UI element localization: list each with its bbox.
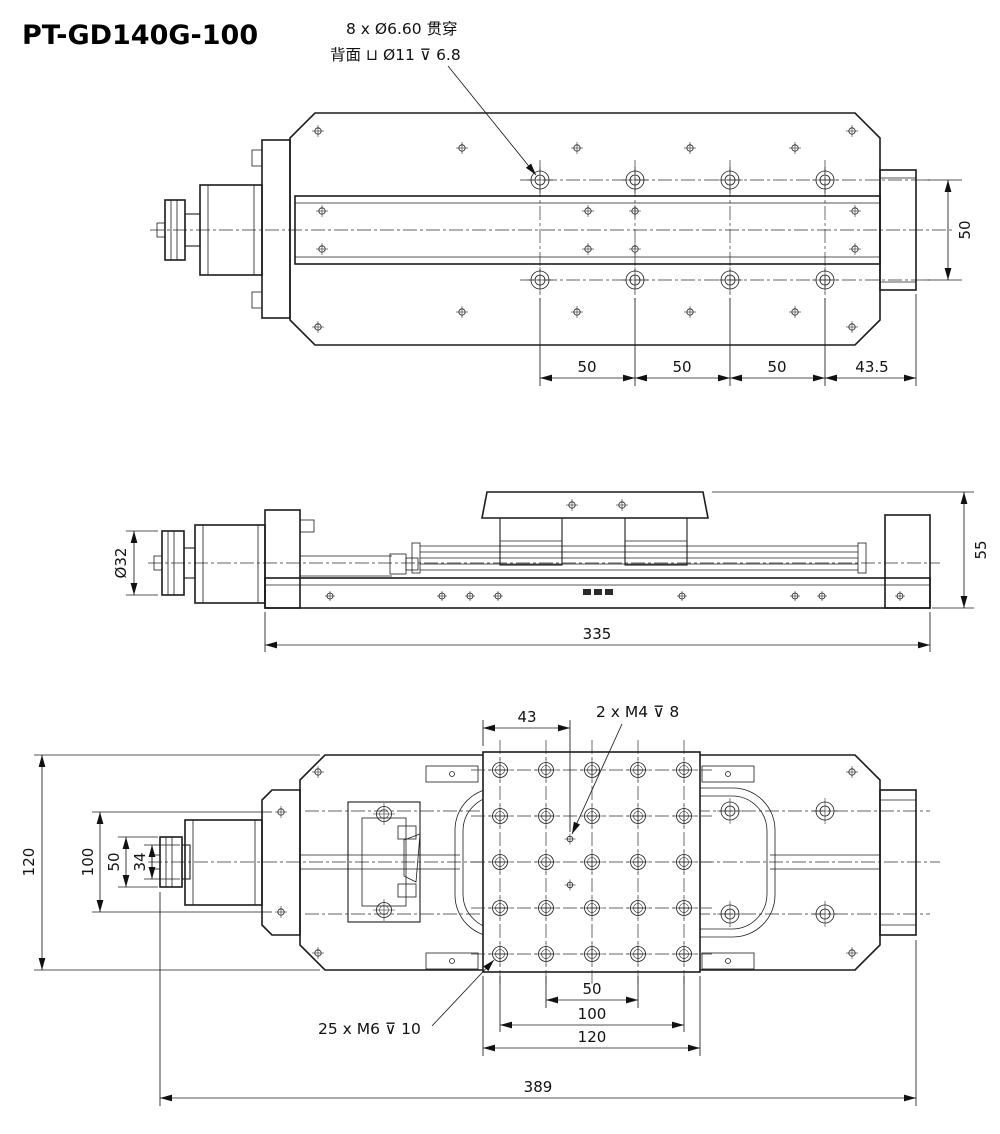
sensor-strips (425, 765, 755, 970)
svg-text:34: 34 (131, 852, 149, 871)
svg-text:50: 50 (767, 358, 786, 376)
dim-hole-row-spacing: 50 (925, 179, 974, 281)
dim-base-length: 335 (264, 612, 931, 652)
callout-line1: 8 x Ø6.60 贯穿 (346, 20, 458, 38)
moving-table (294, 195, 881, 265)
dim-hole-pitches: 50 50 50 43.5 (539, 294, 917, 386)
dim-m4-offset: 43 (482, 708, 571, 832)
svg-text:Ø32: Ø32 (112, 548, 130, 579)
svg-text:100: 100 (578, 1005, 607, 1023)
svg-text:389: 389 (524, 1078, 553, 1096)
through-hole-callout: 8 x Ø6.60 贯穿 背面 ⊔ Ø11 ⊽ 6.8 (330, 20, 537, 176)
motor-flange-bottom (261, 789, 301, 936)
svg-text:50: 50 (672, 358, 691, 376)
svg-text:43.5: 43.5 (855, 358, 888, 376)
svg-text:120: 120 (578, 1028, 607, 1046)
svg-text:55: 55 (972, 540, 990, 559)
motor-body-side (194, 524, 266, 604)
side-view: Ø32 55 335 (112, 491, 990, 652)
svg-text:2 x M4 ⊽ 8: 2 x M4 ⊽ 8 (596, 703, 679, 721)
svg-text:335: 335 (583, 625, 612, 643)
svg-text:100: 100 (79, 848, 97, 877)
base-holes (324, 590, 906, 602)
end-block-bottom (879, 789, 917, 936)
plate-screw-holes (311, 124, 859, 334)
bottom-view: 43 2 x M4 ⊽ 8 120 100 50 34 (20, 703, 940, 1106)
rails (411, 542, 867, 574)
base-stamp (583, 589, 613, 595)
svg-text:25 x M6 ⊽ 10: 25 x M6 ⊽ 10 (318, 1020, 421, 1038)
dim-left-stack: 120 100 50 34 (20, 754, 320, 971)
motor-body-bottom (184, 819, 263, 906)
motor-flange-side (264, 509, 301, 609)
m4-callout: 2 x M4 ⊽ 8 (571, 703, 679, 835)
dim-knob-diameter: Ø32 (112, 530, 158, 596)
end-block-side (884, 514, 931, 609)
top-view: 8 x Ø6.60 贯穿 背面 ⊔ Ø11 ⊽ 6.8 50 50 50 50 … (150, 20, 974, 386)
dim-bottom-stack: 50 100 120 389 (159, 892, 917, 1106)
svg-text:43: 43 (517, 708, 536, 726)
coupling-detail (299, 519, 419, 577)
page-title: PT-GD140G-100 (22, 20, 258, 51)
table-side (481, 491, 709, 519)
svg-text:50: 50 (105, 852, 123, 871)
svg-text:120: 120 (20, 848, 38, 877)
dim-overall-height: 55 (712, 491, 990, 609)
svg-text:50: 50 (577, 358, 596, 376)
m6-callout: 25 x M6 ⊽ 10 (318, 959, 495, 1038)
callout-line2: 背面 ⊔ Ø11 ⊽ 6.8 (330, 46, 461, 64)
motor-flange (261, 139, 291, 319)
svg-text:50: 50 (582, 980, 601, 998)
svg-text:50: 50 (956, 220, 974, 239)
